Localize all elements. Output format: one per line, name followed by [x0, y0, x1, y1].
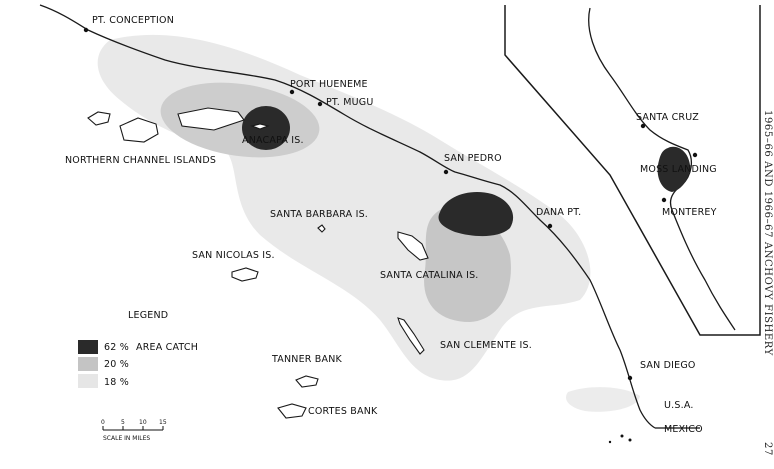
bank-cortes: [277, 403, 307, 419]
inset-border: [504, 5, 761, 336]
island-santa-cruz: [177, 107, 245, 131]
legend-swatch-20: [78, 357, 98, 371]
island-san-clemente: [397, 317, 425, 355]
island-san-nicolas: [231, 267, 259, 282]
legend: LEGEND 62 % AREA CATCH 20 % 18 %: [78, 310, 198, 388]
city-dot-san-diego: [627, 375, 633, 381]
label-santa-catalina: SANTA CATALINA IS.: [380, 270, 479, 281]
scale-tick-10: 10: [139, 419, 147, 426]
label-san-pedro: SAN PEDRO: [444, 153, 502, 164]
inset-catch-area-62-percent: [657, 146, 690, 192]
legend-label-62: 62 %: [104, 342, 129, 353]
city-dot-pt-conception: [83, 27, 89, 33]
label-northern-channel-islands: NORTHERN CHANNEL ISLANDS: [65, 155, 216, 166]
side-caption: 1965–66 AND 1966–67 ANCHOVY FISHERY: [762, 110, 773, 356]
mainland-coastline: [39, 4, 656, 429]
label-pt-mugu: PT. MUGU: [326, 97, 374, 108]
label-monterey: MONTEREY: [662, 207, 717, 218]
city-dot-santa-cruz: [640, 123, 646, 129]
legend-swatch-18: [78, 374, 98, 388]
scale-tick-5: 5: [121, 419, 125, 426]
label-san-nicolas: SAN NICOLAS IS.: [192, 250, 275, 261]
scale-tick-0: 0: [101, 419, 105, 426]
bank-tanner: [295, 375, 319, 388]
city-dot-dana-pt: [547, 223, 553, 229]
legend-title: LEGEND: [128, 310, 168, 321]
label-santa-barbara: SANTA BARBARA IS.: [270, 209, 368, 220]
city-dot-monterey: [661, 197, 667, 203]
label-mexico: MEXICO: [664, 424, 703, 435]
inset-coastline: [588, 7, 736, 331]
label-cortes-bank: CORTES BANK: [308, 406, 378, 417]
scale-bar: 0 5 10 15 SCALE IN MILES: [101, 419, 167, 442]
city-dot-san-pedro: [443, 169, 449, 175]
legend-label-20: 20 %: [104, 359, 129, 370]
island-san-miguel: [87, 111, 111, 126]
label-santa-cruz: SANTA CRUZ: [636, 112, 699, 123]
scale-caption: SCALE IN MILES: [103, 435, 150, 442]
page-number: 27: [762, 442, 773, 456]
island-santa-catalina: [397, 231, 429, 261]
city-dot-port-hueneme: [289, 89, 295, 95]
city-dot-pt-mugu: [317, 101, 323, 107]
catch-area-62-percent-san-pedro: [438, 192, 514, 237]
label-pt-conception: PT. CONCEPTION: [92, 15, 174, 26]
legend-suffix-62: AREA CATCH: [136, 342, 198, 353]
catch-area-62-percent-anacapa: [242, 106, 290, 150]
label-port-hueneme: PORT HUENEME: [290, 79, 368, 90]
islet: [620, 434, 624, 438]
city-dot-moss-landing: [692, 152, 698, 158]
island-anacapa: [250, 123, 270, 130]
label-san-diego: SAN DIEGO: [640, 360, 696, 371]
catch-area-18-percent-south: [565, 387, 640, 412]
islet: [628, 438, 632, 442]
scale-tick-15: 15: [159, 419, 167, 426]
island-santa-barbara: [317, 224, 326, 233]
islet: [608, 440, 612, 444]
legend-label-18: 18 %: [104, 377, 129, 388]
label-tanner-bank: TANNER BANK: [271, 354, 343, 365]
island-santa-rosa: [119, 117, 159, 143]
legend-swatch-62: [78, 340, 98, 354]
label-san-clemente: SAN CLEMENTE IS.: [440, 340, 532, 351]
label-moss-landing: MOSS LANDING: [640, 164, 717, 175]
label-dana-pt: DANA PT.: [536, 207, 581, 218]
label-usa: U.S.A.: [664, 400, 694, 411]
label-anacapa: ANACAPA IS.: [242, 135, 304, 146]
catch-area-20-percent-catalina: [424, 207, 511, 322]
